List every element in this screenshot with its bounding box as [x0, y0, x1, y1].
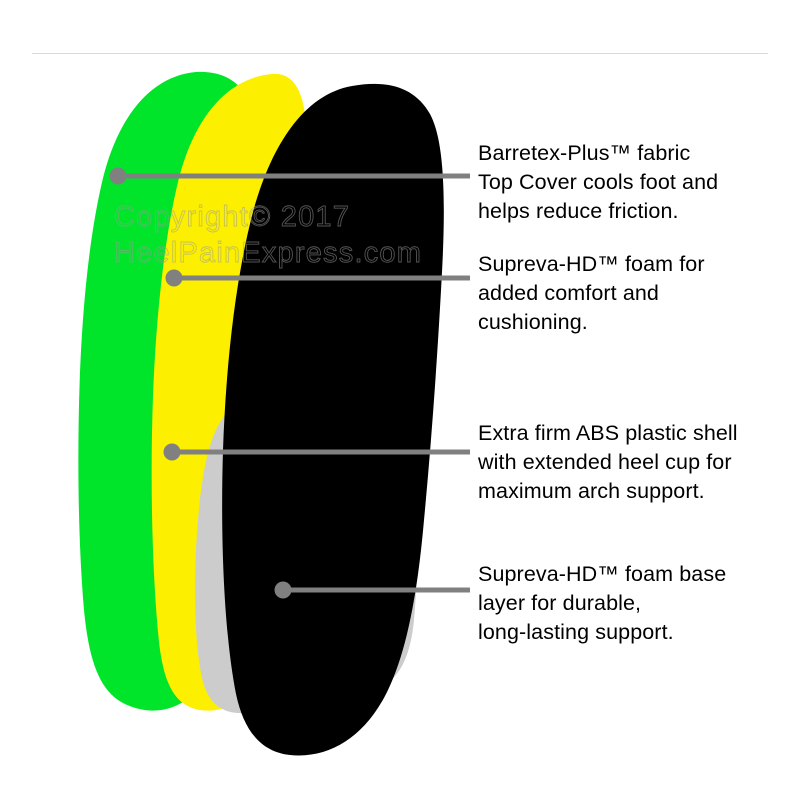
leader-line-group-upper-foam	[165, 269, 470, 287]
watermark-line-2: HeelPainExpress.com	[114, 237, 422, 269]
callout-text-upper-foam: Supreva-HD™ foam for added comfort and c…	[478, 252, 705, 334]
leader-dot-base-foam	[274, 581, 292, 599]
watermark-line-1: Copyright© 2017	[114, 201, 350, 233]
leader-line-group-abs-shell	[163, 443, 470, 461]
callout-text-abs-shell: Extra firm ABS plastic shell with extend…	[478, 421, 738, 503]
leader-dot-abs-shell	[163, 443, 181, 461]
callout-text-base-foam: Supreva-HD™ foam base layer for durable,…	[478, 562, 727, 644]
leader-line-group-top-cover	[109, 167, 470, 185]
top-divider-rule	[32, 53, 768, 54]
leader-dot-top-cover	[109, 167, 127, 185]
leader-dot-upper-foam	[165, 269, 183, 287]
watermark: Copyright© 2017 HeelPainExpress.com	[114, 201, 422, 270]
callout-text-top-cover: Barretex-Plus™ fabric Top Cover cools fo…	[478, 141, 719, 223]
leader-line-group-base-foam	[274, 581, 470, 599]
